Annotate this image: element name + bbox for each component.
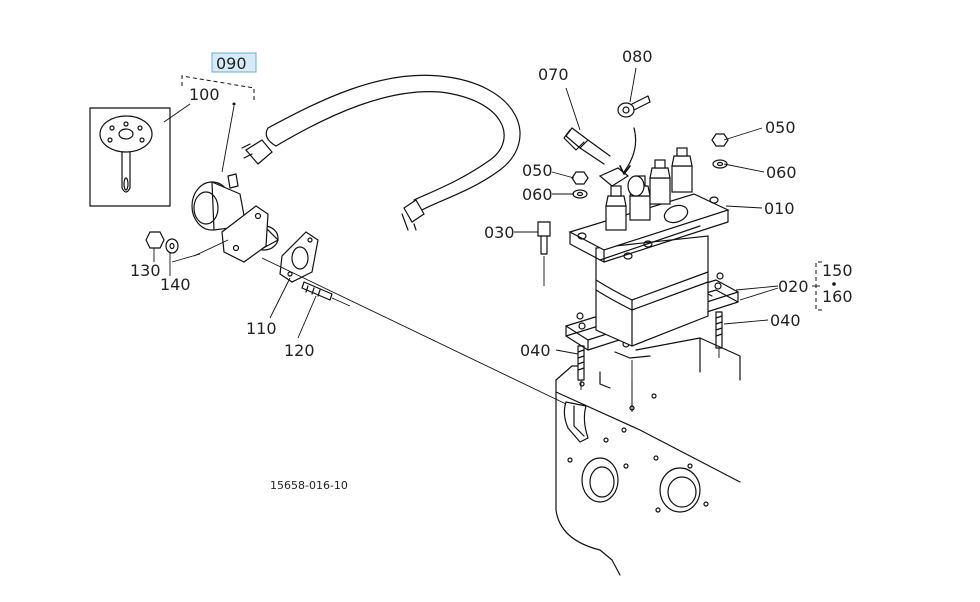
part-label-050-right[interactable]: 050 (762, 116, 796, 137)
solenoid-drawing (89, 102, 567, 405)
label-030: 030 (484, 223, 515, 242)
part-label-020[interactable]: 020 (776, 276, 810, 296)
drawing-code: 15658-016-10 (270, 479, 348, 492)
label-040-right: 040 (770, 311, 801, 330)
part-label-140[interactable]: 140 (158, 274, 192, 294)
label-120: 120 (284, 341, 315, 360)
part-labels: 090 100 070 080 050 060 050 060 (128, 46, 854, 492)
part-label-030[interactable]: 030 (482, 222, 516, 242)
label-050-left: 050 (522, 161, 553, 180)
leader-lines (153, 67, 836, 355)
part-label-050-left[interactable]: 050 (520, 160, 554, 180)
part-label-060-right[interactable]: 060 (764, 162, 798, 182)
part-label-150[interactable]: 150 (820, 260, 854, 280)
part-label-040-left[interactable]: 040 (518, 340, 552, 360)
part-label-130[interactable]: 130 (128, 260, 162, 280)
label-160: 160 (822, 287, 853, 306)
label-060-left: 060 (522, 185, 553, 204)
part-label-070[interactable]: 070 (536, 64, 570, 84)
part-label-080[interactable]: 080 (620, 46, 654, 66)
fuel-hose-drawing (241, 74, 521, 231)
label-060-right: 060 (766, 163, 797, 182)
label-080: 080 (622, 47, 653, 66)
label-040-left: 040 (520, 341, 551, 360)
label-020: 020 (778, 277, 809, 296)
fuel-injection-pump-drawing (537, 95, 739, 412)
label-110: 110 (246, 319, 277, 338)
label-010: 010 (764, 199, 795, 218)
part-label-110[interactable]: 110 (244, 318, 278, 338)
part-label-060-left[interactable]: 060 (520, 184, 554, 204)
label-130: 130 (130, 261, 161, 280)
part-label-010[interactable]: 010 (762, 198, 796, 218)
label-100: 100 (189, 85, 220, 104)
label-140: 140 (160, 275, 191, 294)
label-150: 150 (822, 261, 853, 280)
label-070: 070 (538, 65, 569, 84)
engine-block-drawing (555, 337, 741, 576)
part-label-120[interactable]: 120 (282, 340, 316, 360)
part-label-160[interactable]: 160 (820, 286, 854, 306)
part-label-040-right[interactable]: 040 (768, 310, 802, 330)
label-050-right: 050 (765, 118, 796, 137)
part-label-100[interactable]: 100 (186, 84, 220, 104)
part-label-090[interactable]: 090 (211, 52, 257, 73)
label-090: 090 (216, 54, 247, 73)
